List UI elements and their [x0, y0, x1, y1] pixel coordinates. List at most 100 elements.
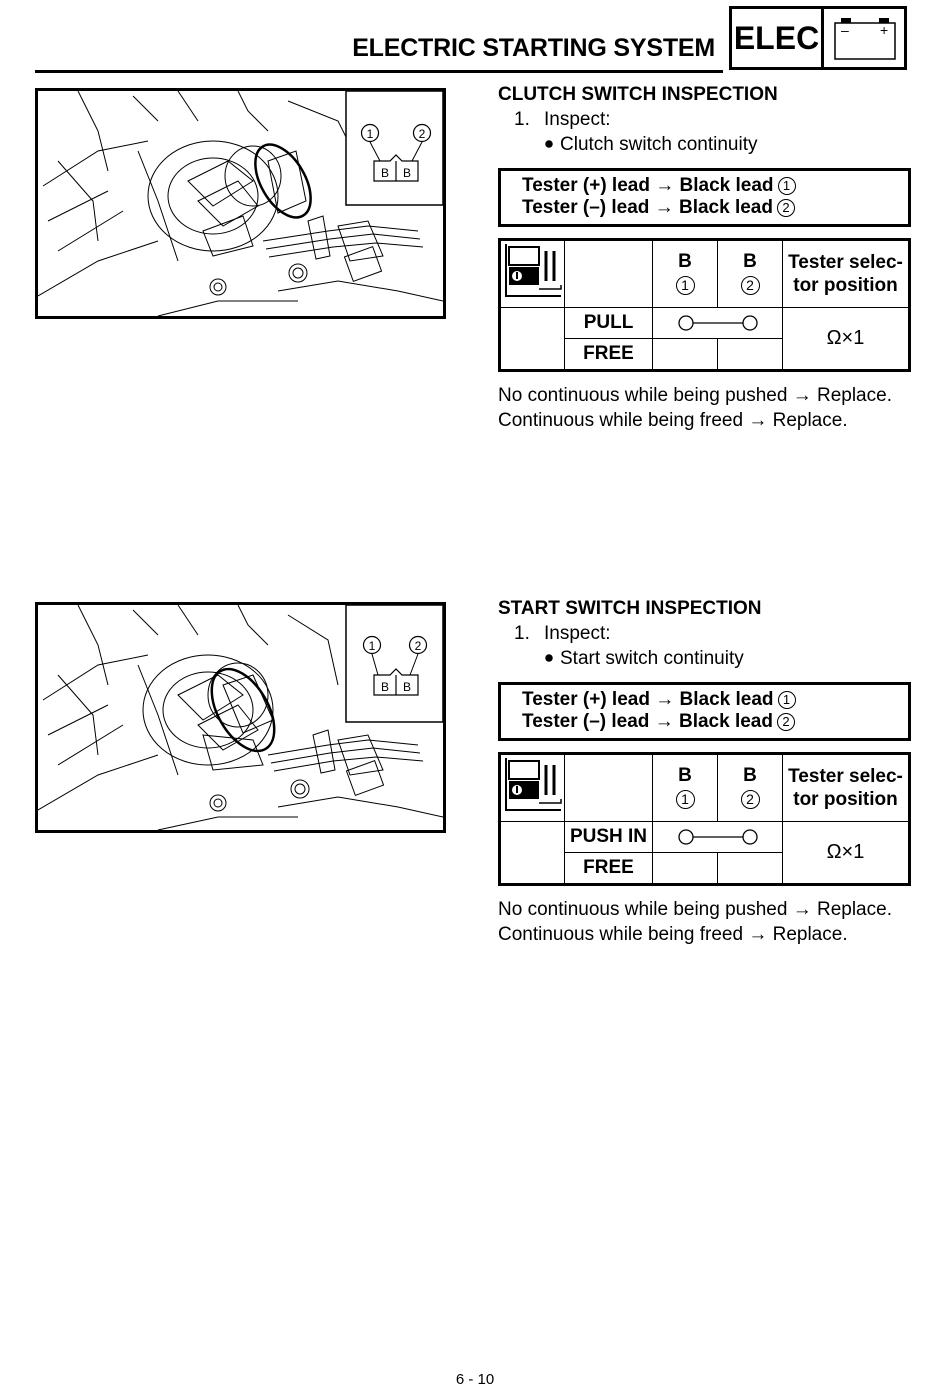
row-label-free: FREE	[564, 852, 653, 885]
step-number: 1.	[514, 109, 530, 130]
lead-text-1: Tester (+) lead → Black lead	[522, 175, 774, 196]
figure-callout-1: 1	[369, 639, 376, 653]
empty-cell	[717, 338, 783, 371]
continuity-connection	[652, 821, 783, 853]
section-heading: START SWITCH INSPECTION	[498, 598, 762, 619]
selector-value-text: Ω×1	[826, 841, 865, 863]
figure-terminal-2: B	[403, 680, 411, 694]
blank-header-cell	[564, 239, 653, 308]
selector-label-2: tor position	[793, 789, 898, 810]
col1-label: B	[678, 765, 692, 786]
empty-cell	[652, 852, 718, 885]
col1-num: 1	[675, 790, 695, 809]
continuity-line-icon	[678, 315, 758, 331]
bullet-line: Start switch continuity	[498, 646, 913, 672]
clutch-switch-illustration: 1 2 B B	[38, 91, 443, 316]
battery-minus-sign: –	[841, 22, 849, 38]
start-switch-figure: 1 2 B B	[35, 602, 446, 833]
blank-row-cell	[499, 821, 565, 885]
lead-num-2: 2	[776, 199, 795, 217]
step-line: 1. Inspect:	[498, 621, 913, 646]
bullet-text: Clutch switch continuity	[560, 134, 758, 155]
lead-text-2: Tester (–) lead → Black lead	[522, 197, 773, 218]
result-notes: No continuous while being pushed → Repla…	[498, 383, 913, 433]
blank-header-cell	[564, 753, 653, 822]
lead-text-1: Tester (+) lead → Black lead	[522, 689, 774, 710]
figure-terminal-1: B	[381, 166, 389, 180]
tester-icon-cell	[499, 753, 565, 822]
selector-header: Tester selec-tor position	[782, 239, 910, 308]
note-line-1: No continuous while being pushed → Repla…	[498, 385, 892, 406]
note-line-2: Continuous while being freed → Replace.	[498, 924, 848, 945]
pocket-tester-icon	[504, 758, 562, 811]
col1-label: B	[678, 251, 692, 272]
continuity-line-icon	[678, 829, 758, 845]
figure-callout-1: 1	[367, 127, 374, 141]
selector-value: Ω×1	[782, 821, 910, 885]
selector-label-2: tor position	[793, 275, 898, 296]
lead-num-1: 1	[777, 177, 796, 195]
figure-terminal-2: B	[403, 166, 411, 180]
title-rule	[35, 70, 723, 73]
section-heading: CLUTCH SWITCH INSPECTION	[498, 84, 778, 105]
bullet-icon	[545, 140, 553, 148]
clutch-switch-section: CLUTCH SWITCH INSPECTION 1. Inspect: Clut…	[498, 82, 913, 433]
battery-plus-sign: +	[880, 22, 888, 38]
col2-label: B	[743, 251, 757, 272]
row-label-pull: PULL	[564, 307, 653, 339]
start-switch-illustration: 1 2 B B	[38, 605, 443, 830]
selector-header: Tester selec-tor position	[782, 753, 910, 822]
blank-row-cell	[499, 307, 565, 371]
page-number: 6 - 10	[455, 1371, 495, 1388]
bullet-text: Start switch continuity	[560, 648, 744, 669]
section-tab: ELEC – +	[729, 6, 907, 70]
note-line-1: No continuous while being pushed → Repla…	[498, 899, 892, 920]
selector-value-text: Ω×1	[826, 327, 865, 349]
row-label-free: FREE	[564, 338, 653, 371]
battery-icon: – +	[834, 18, 896, 60]
empty-cell	[717, 852, 783, 885]
section-tab-label: ELEC	[732, 9, 824, 67]
step-text: Inspect:	[544, 623, 611, 644]
col2-label: B	[743, 765, 757, 786]
figure-callout-2: 2	[415, 639, 422, 653]
page-title: ELECTRIC STARTING SYSTEM	[352, 34, 715, 62]
lead-text-2: Tester (–) lead → Black lead	[522, 711, 773, 732]
step-text: Inspect:	[544, 109, 611, 130]
clutch-switch-figure: 1 2 B B	[35, 88, 446, 319]
figure-callout-2: 2	[419, 127, 426, 141]
selector-label-1: Tester selec-	[788, 252, 903, 273]
bullet-line: Clutch switch continuity	[498, 132, 913, 158]
tester-icon-cell	[499, 239, 565, 308]
continuity-connection	[652, 307, 783, 339]
figure-terminal-1: B	[381, 680, 389, 694]
col2-num: 2	[740, 790, 760, 809]
col2-num: 2	[740, 276, 760, 295]
step-line: 1. Inspect:	[498, 107, 913, 132]
bullet-icon	[545, 654, 553, 662]
note-line-2: Continuous while being freed → Replace.	[498, 410, 848, 431]
start-switch-section: START SWITCH INSPECTION 1. Inspect: Start…	[498, 596, 913, 947]
empty-cell	[652, 338, 718, 371]
row-label-push-in: PUSH IN	[564, 821, 653, 853]
selector-value: Ω×1	[782, 307, 910, 371]
result-notes: No continuous while being pushed → Repla…	[498, 897, 913, 947]
selector-label-1: Tester selec-	[788, 766, 903, 787]
lead-num-2: 2	[776, 713, 795, 731]
col1-num: 1	[675, 276, 695, 295]
step-number: 1.	[514, 623, 530, 644]
pocket-tester-icon	[504, 244, 562, 297]
lead-num-1: 1	[777, 691, 796, 709]
